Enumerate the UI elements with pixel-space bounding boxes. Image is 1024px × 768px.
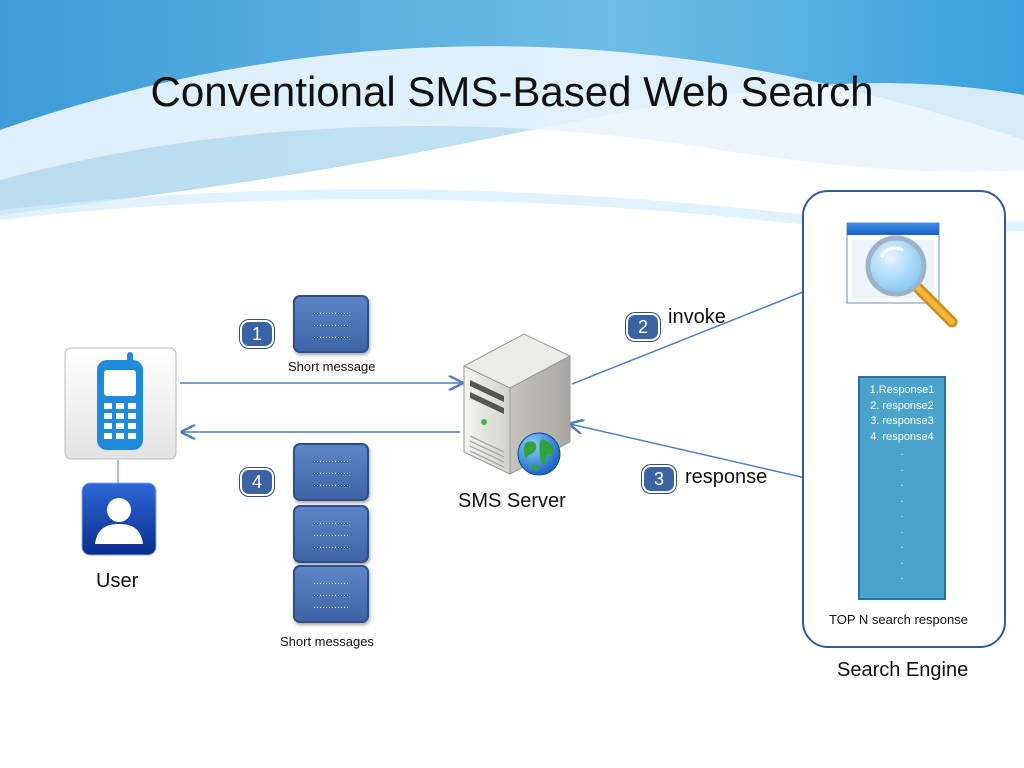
response-item: 4. response4 [870,430,934,443]
user-label: User [96,570,139,592]
message-line: ………… [313,541,349,551]
response-label: response [685,466,768,488]
message-line: ………… [313,601,349,611]
background-swoosh [0,0,1024,233]
arrow-server-to-engine [571,276,843,385]
continuation-dot: . [900,570,904,582]
globe-icon [517,432,561,476]
message-line: ………… [313,479,349,489]
short-message-card: ………… ………… ………… [293,295,369,353]
message-line: ………… [313,517,349,527]
invoke-label: invoke [668,306,726,328]
short-message-card: ………… ………… ………… [293,565,369,623]
continuation-dot: . [900,523,904,536]
short-messages-label: Short messages [280,634,374,649]
user-silhouette-icon [81,482,157,556]
response-list: 1.Response1 2. response2 3. response3 4.… [858,376,946,600]
message-line: ………… [313,455,349,465]
search-window-icon [846,222,958,328]
response-item: 2. response2 [870,399,934,412]
continuation-dot: . [900,554,904,567]
mobile-phone-icon [64,347,177,460]
continuation-dot: . [900,446,904,458]
continuation-dot: . [900,477,904,489]
server-label: SMS Server [458,490,566,512]
message-line: ………… [313,577,349,587]
magnifier-icon [865,235,958,328]
continuation-dot: . [900,492,904,505]
step-1-badge: 1 [240,320,274,348]
continuation-dot: . [900,508,904,520]
response-item: 1.Response1 [869,384,935,396]
short-message-card: ………… ………… ………… [293,443,369,501]
short-message-label: Short message [288,359,376,374]
message-line: ………… [313,307,349,317]
step-3-badge: 3 [642,465,676,493]
message-line: ………… [313,319,349,329]
message-line: ………… [313,589,349,599]
step-2-badge: 2 [626,313,660,341]
message-line: ………… [313,467,349,477]
top-n-caption: TOP N search response [829,612,968,627]
short-message-card: ………… ………… ………… [293,505,369,563]
continuation-dot: . [900,461,904,474]
continuation-dot: . [900,539,904,551]
search-engine-label: Search Engine [837,659,969,681]
message-line: ………… [313,331,349,341]
step-4-badge: 4 [240,468,274,496]
response-item: 3. response3 [870,415,934,427]
message-line: ………… [313,529,349,539]
page-title: Conventional SMS-Based Web Search [150,68,874,115]
